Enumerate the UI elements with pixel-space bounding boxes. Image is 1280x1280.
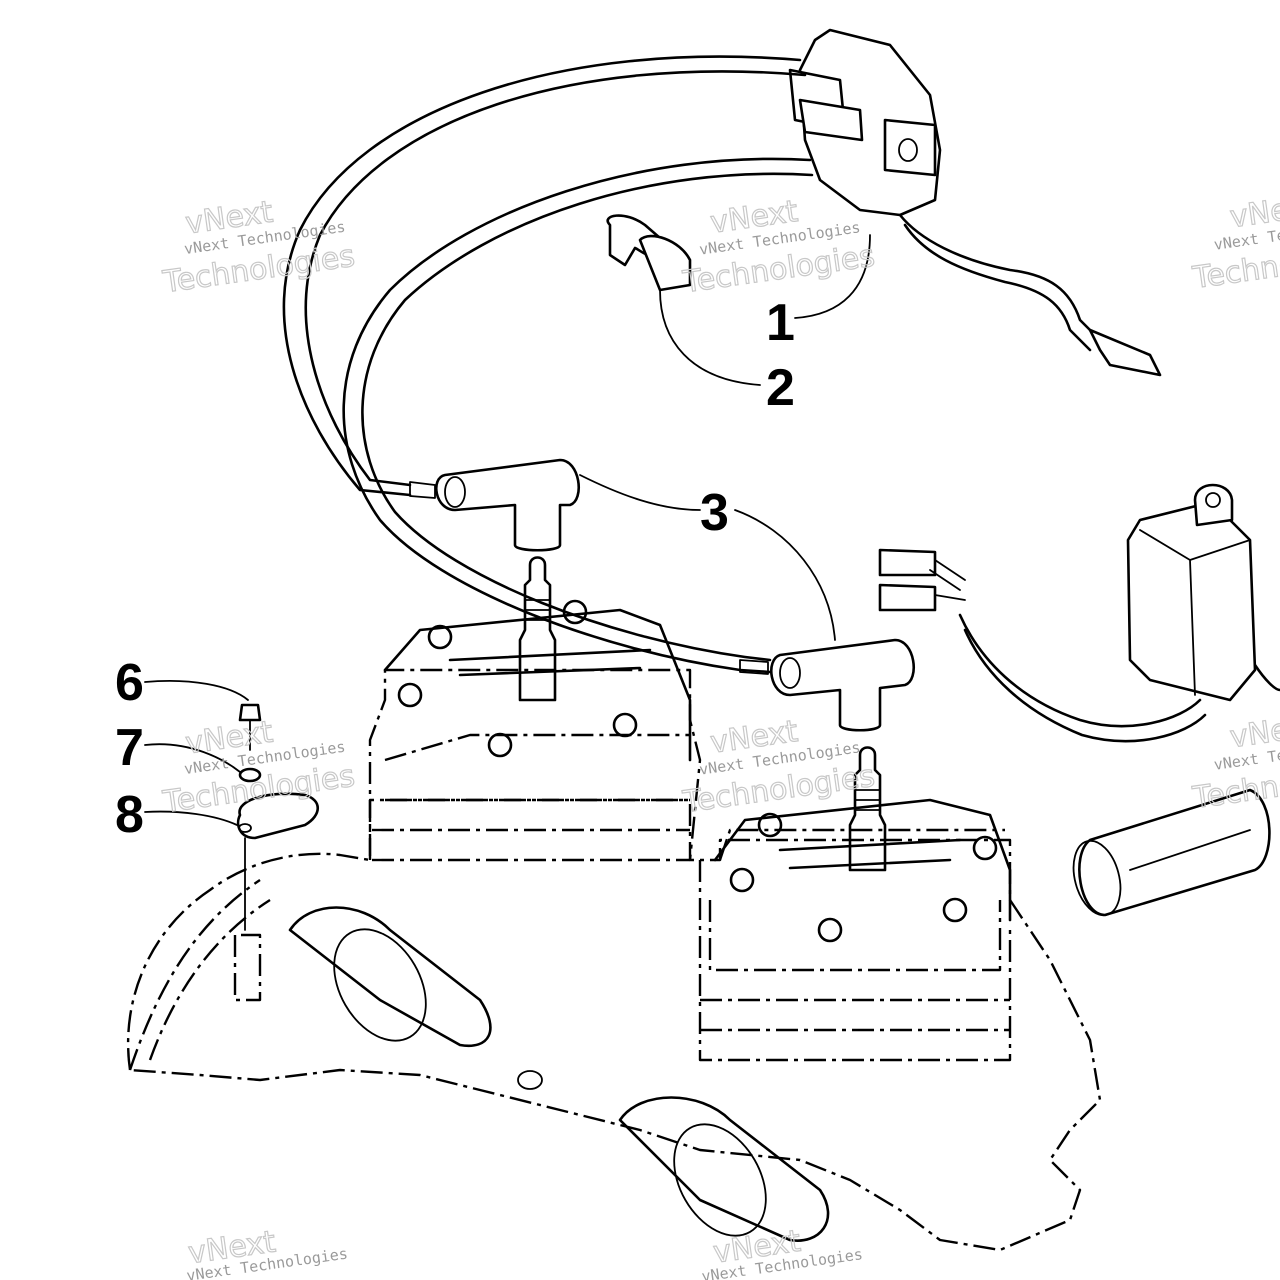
callouts: 1 2 3 6 7 8 (115, 294, 795, 844)
spark-plug-cap-upper (435, 458, 580, 552)
watermark-top-right: vNext Technologies vNext Technologies (1189, 188, 1280, 297)
watermark-bottom-center: vNext vNext Technologies (700, 1223, 863, 1280)
watermark-mid-right: vNext Technologies vNext Technologies (1189, 708, 1280, 817)
head-bolts (397, 599, 998, 943)
engine-block (126, 608, 1102, 1252)
wire-clip (606, 214, 692, 292)
watermark-top-center: vNext Technologies vNext Technologies (680, 193, 878, 301)
ignition-coil (788, 28, 1162, 377)
watermark-top-left: vNext Technologies vNext Technologies (160, 194, 358, 301)
spark-plug-cap-lower (770, 638, 915, 732)
leader-lines (144, 234, 871, 826)
callout-3: 3 (700, 484, 729, 542)
callout-6: 6 (115, 654, 144, 712)
callout-1: 1 (766, 294, 795, 352)
watermark-mid-left: vNext Technologies vNext Technologies (160, 714, 358, 821)
callout-7: 7 (115, 719, 144, 777)
spark-plug-right (848, 746, 887, 872)
grommet-sleeve (1072, 788, 1271, 917)
callout-8: 8 (115, 786, 144, 844)
watermark-bottom-left: vNext vNext Technologies (185, 1224, 348, 1280)
callout-2: 2 (766, 359, 795, 417)
bolt-washer-plate (233, 703, 320, 1002)
cdi-module (878, 483, 1280, 743)
spark-plug-left (518, 556, 557, 702)
spark-plug-wires (282, 55, 814, 675)
